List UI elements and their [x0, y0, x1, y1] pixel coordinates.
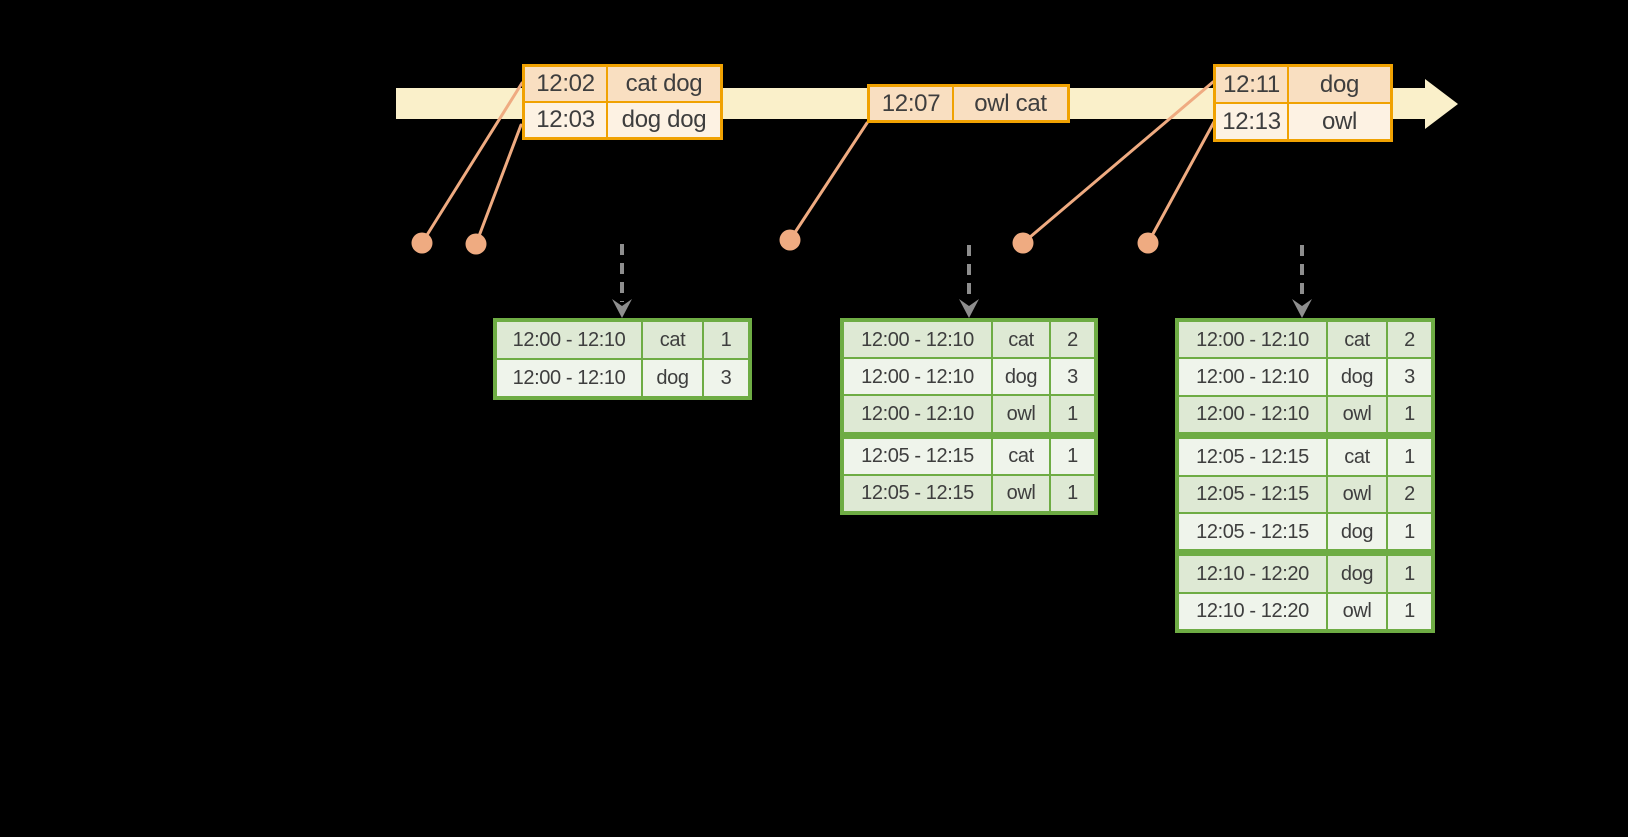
event-dot-1203	[465, 233, 487, 255]
count-cell: 2	[1388, 476, 1431, 512]
result-table-2: 12:00 - 12:10 cat 2 12:00 - 12:10 dog 3 …	[840, 318, 1098, 515]
result-table-3: 12:00 - 12:10 cat 2 12:00 - 12:10 dog 3 …	[1175, 318, 1435, 633]
event-words-cell: owl cat	[954, 87, 1067, 120]
event-table-1: 12:02 cat dog 12:03 dog dog	[522, 64, 723, 140]
count-cell: 3	[704, 360, 748, 396]
event-time-cell: 12:03	[525, 103, 606, 137]
result-table-1: 12:00 - 12:10 cat 1 12:00 - 12:10 dog 3	[493, 318, 752, 400]
count-cell: 1	[1388, 593, 1431, 629]
event-dot-1202	[411, 232, 433, 254]
window-cell: 12:00 - 12:10	[844, 322, 991, 358]
window-cell: 12:10 - 12:20	[1179, 593, 1326, 629]
count-cell: 1	[1051, 475, 1094, 511]
count-cell: 3	[1051, 359, 1094, 395]
word-cell: cat	[993, 322, 1049, 358]
trigger-arrow-head-1	[612, 299, 632, 318]
window-cell: 12:00 - 12:10	[1179, 396, 1326, 433]
word-cell: dog	[1328, 359, 1386, 395]
count-cell: 3	[1388, 359, 1431, 395]
event-line-1203	[474, 123, 523, 246]
window-cell: 12:05 - 12:15	[1179, 476, 1326, 512]
event-dot-1207	[779, 229, 801, 251]
window-cell: 12:05 - 12:15	[844, 438, 991, 474]
event-line-1213	[1146, 120, 1216, 245]
event-line-1211	[1021, 80, 1215, 245]
window-cell: 12:00 - 12:10	[844, 396, 991, 432]
event-table-2: 12:07 owl cat	[867, 84, 1070, 123]
word-cell: dog	[1328, 513, 1386, 550]
window-cell: 12:00 - 12:10	[497, 322, 641, 358]
word-cell: dog	[643, 360, 702, 396]
window-cell: 12:10 - 12:20	[1179, 556, 1326, 592]
event-words-cell: cat dog	[608, 67, 720, 101]
window-cell: 12:05 - 12:15	[844, 475, 991, 511]
event-table-3: 12:11 dog 12:13 owl	[1213, 64, 1393, 142]
word-cell: owl	[1328, 593, 1386, 629]
count-cell: 1	[1388, 439, 1431, 475]
event-words-cell: dog dog	[608, 103, 720, 137]
window-group-divider	[844, 434, 1094, 437]
window-cell: 12:05 - 12:15	[1179, 439, 1326, 475]
count-cell: 1	[1388, 556, 1431, 592]
count-cell: 1	[1051, 438, 1094, 474]
word-cell: owl	[1328, 476, 1386, 512]
event-dot-1213	[1137, 232, 1159, 254]
window-cell: 12:00 - 12:10	[497, 360, 641, 396]
event-time-cell: 12:07	[870, 87, 952, 120]
count-cell: 1	[1388, 513, 1431, 550]
window-cell: 12:05 - 12:15	[1179, 513, 1326, 550]
word-cell: owl	[993, 396, 1049, 432]
event-time-cell: 12:13	[1216, 104, 1287, 139]
window-cell: 12:00 - 12:10	[1179, 322, 1326, 358]
count-cell: 2	[1051, 322, 1094, 358]
window-group-divider	[1179, 551, 1431, 554]
event-line-1207	[788, 121, 869, 242]
event-time-cell: 12:02	[525, 67, 606, 101]
event-words-cell: dog	[1289, 67, 1390, 102]
word-cell: cat	[993, 438, 1049, 474]
event-line-1202	[420, 81, 524, 245]
count-cell: 1	[1388, 396, 1431, 433]
word-cell: cat	[643, 322, 702, 358]
trigger-arrow-head-3	[1292, 299, 1312, 318]
word-cell: owl	[993, 475, 1049, 511]
event-words-cell: owl	[1289, 104, 1390, 139]
trigger-arrow-head-2	[959, 299, 979, 318]
count-cell: 1	[704, 322, 748, 358]
count-cell: 2	[1388, 322, 1431, 358]
event-dot-1211	[1012, 232, 1034, 254]
word-cell: cat	[1328, 439, 1386, 475]
window-group-divider	[1179, 434, 1431, 437]
window-cell: 12:00 - 12:10	[844, 359, 991, 395]
word-cell: owl	[1328, 396, 1386, 433]
word-cell: cat	[1328, 322, 1386, 358]
event-time-cell: 12:11	[1216, 67, 1287, 102]
count-cell: 1	[1051, 396, 1094, 432]
word-cell: dog	[1328, 556, 1386, 592]
window-cell: 12:00 - 12:10	[1179, 359, 1326, 395]
word-cell: dog	[993, 359, 1049, 395]
